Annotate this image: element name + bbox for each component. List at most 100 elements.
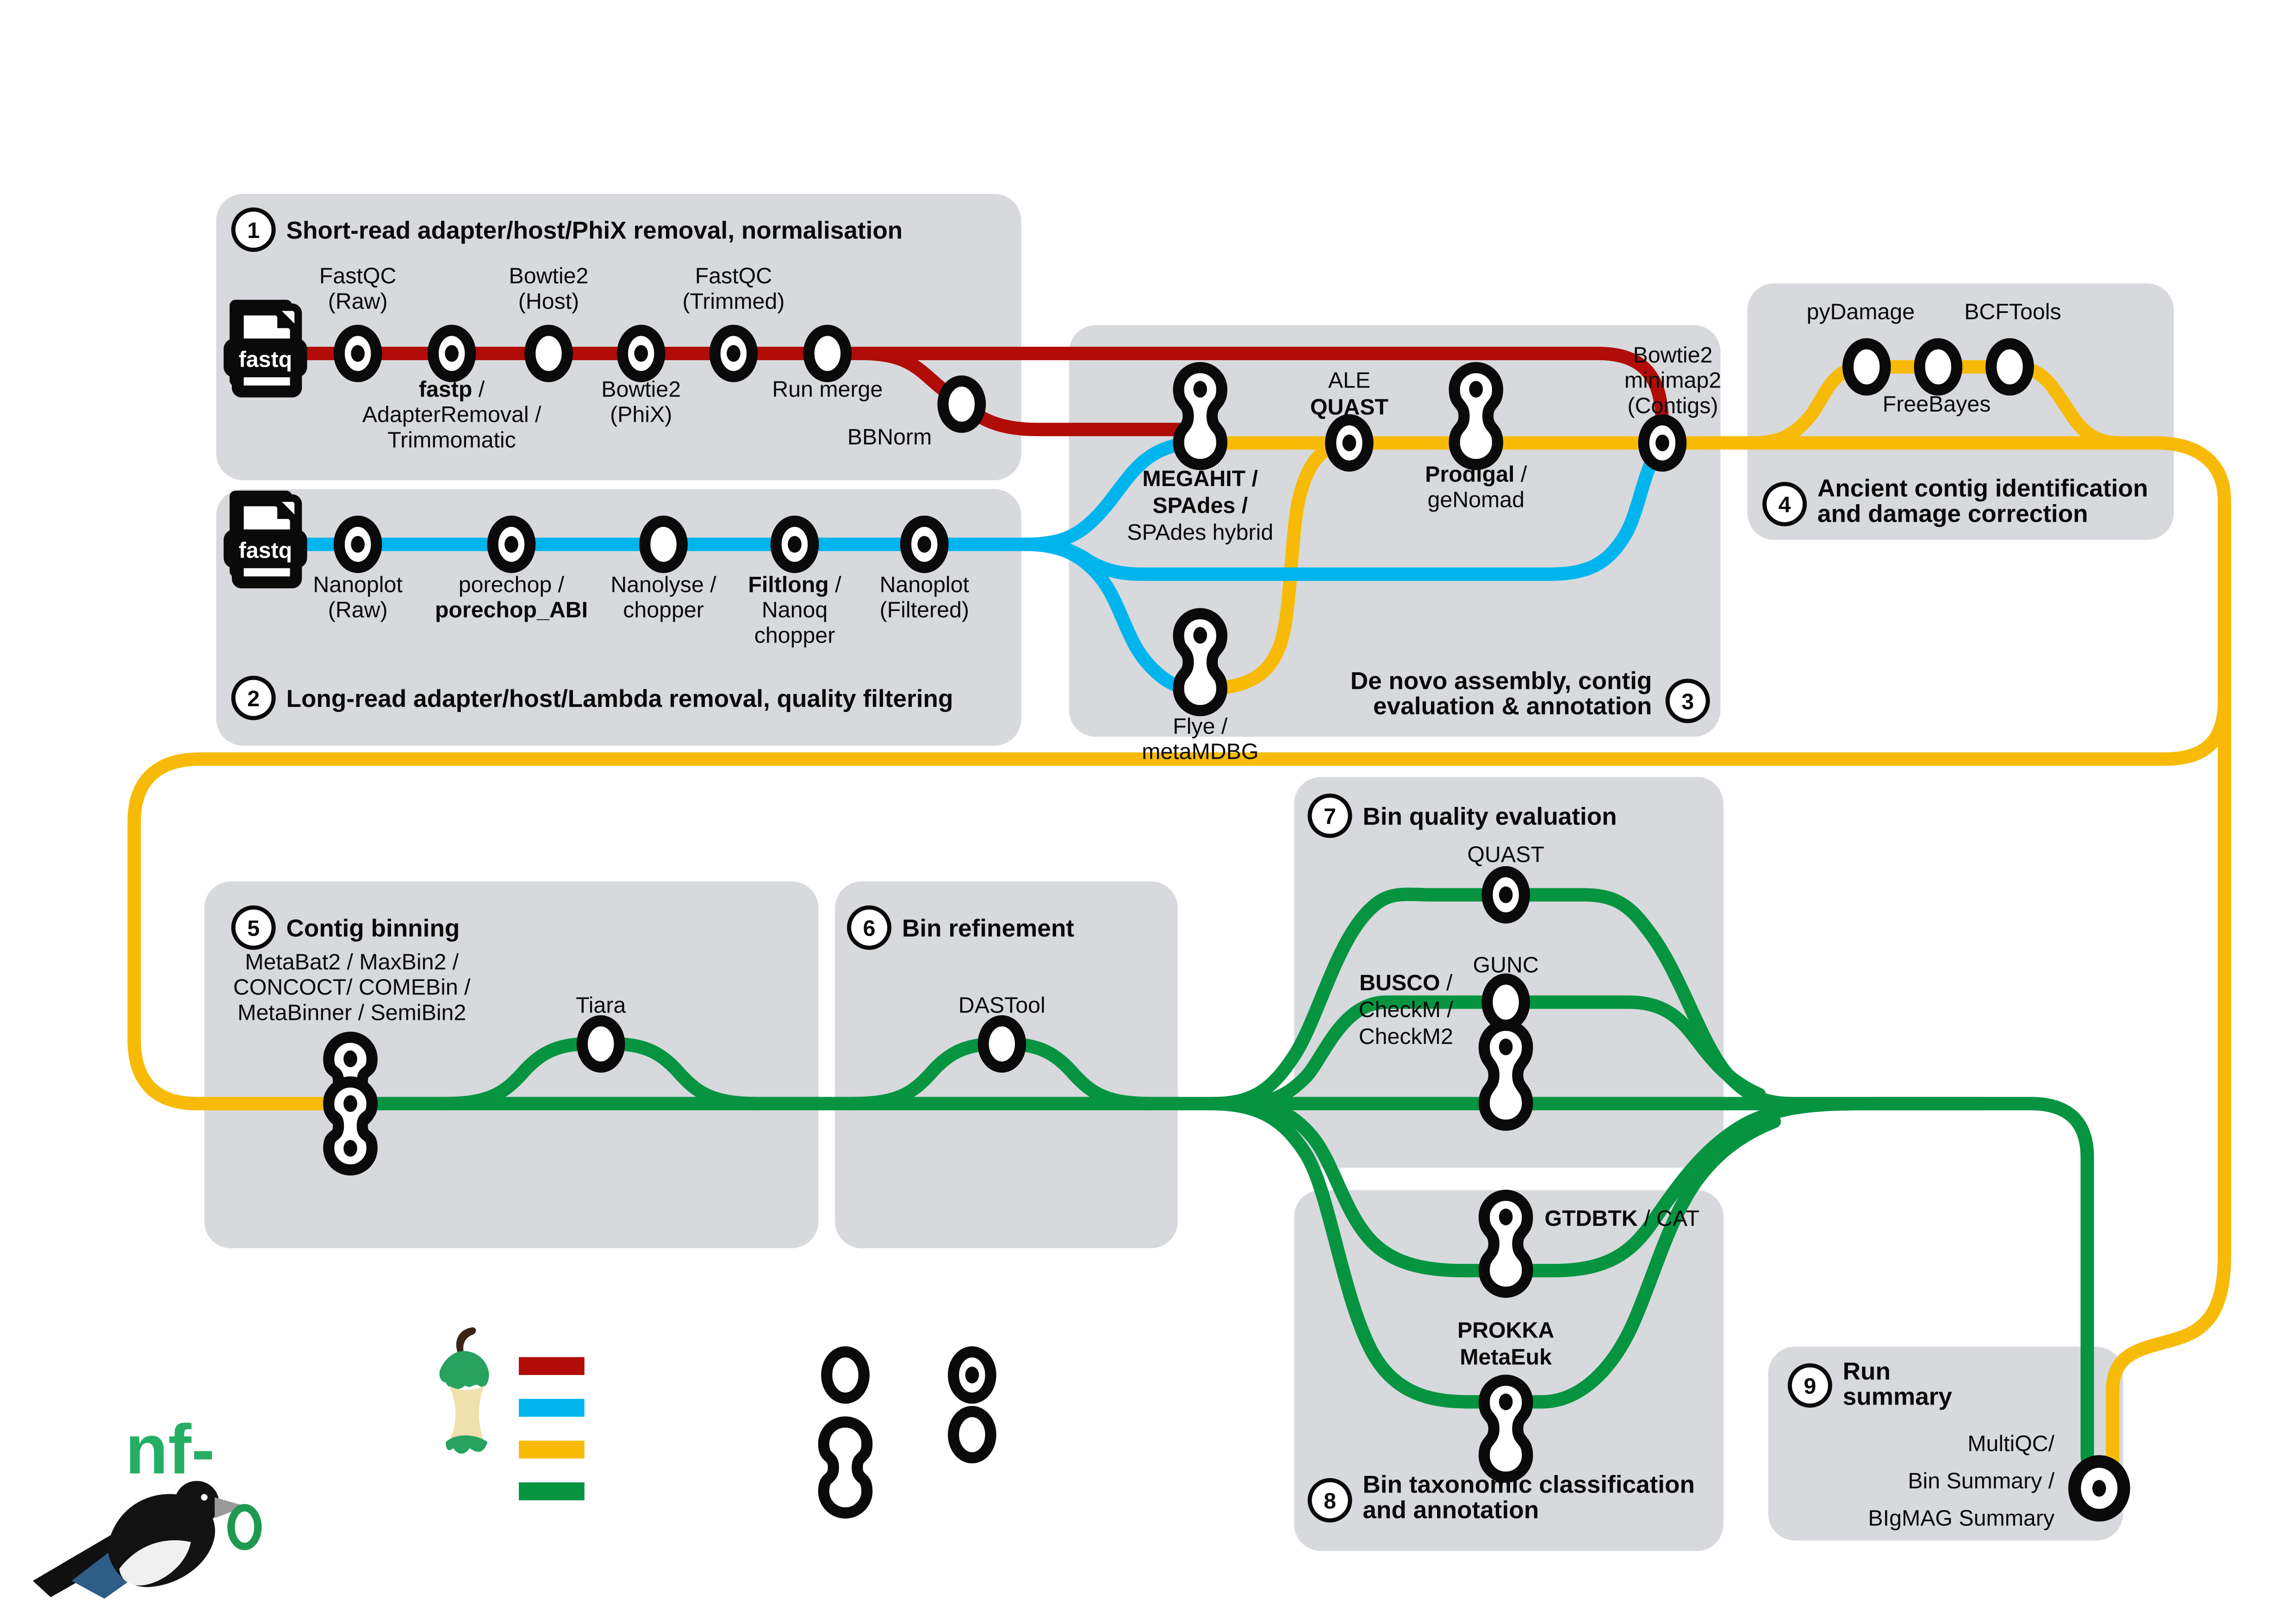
label-nanolyse-2: chopper — [623, 598, 704, 623]
section-8-title: 8 Bin taxonomic classification and annot… — [1307, 1471, 1695, 1524]
label-bowtie2-phix-2: (PhiX) — [610, 402, 672, 427]
station-dot — [1499, 1393, 1513, 1411]
legend-line-swatches — [519, 1357, 585, 1500]
section-7-number: 7 — [1324, 804, 1336, 829]
label-nanoplot-raw: Nanoplot — [313, 572, 403, 597]
legend-swatch-short-read — [519, 1357, 585, 1375]
station-labels-section-2: Nanoplot (Raw) porechop / porechop_ABI N… — [313, 572, 969, 648]
station-dot — [445, 345, 459, 362]
label-prokka: PROKKA — [1457, 1318, 1554, 1343]
section-8-box — [1294, 1190, 1724, 1551]
long-read-line-hybrid-branch — [1019, 436, 1206, 551]
label-bcftools: BCFTools — [1964, 299, 2061, 324]
label-prodigal: Prodigal / — [1425, 462, 1527, 487]
magpie-belly — [119, 1540, 191, 1586]
station-gtdbtk-cat — [1478, 1189, 1533, 1298]
section-9-box — [1768, 1346, 2123, 1541]
section-9-title: 9 Run summary — [1787, 1358, 1952, 1411]
apple-top — [439, 1351, 489, 1389]
label-nanolyse: Nanolyse / — [610, 572, 716, 597]
section-7-number-circle — [1307, 793, 1352, 838]
legend: nf- — [32, 1327, 585, 1599]
section-9-number-circle — [1787, 1363, 1832, 1408]
station-dot — [1655, 434, 1669, 451]
station-dot — [343, 1140, 357, 1157]
label-bowtie2-host: Bowtie2 — [509, 263, 589, 288]
section-1-number-circle — [231, 207, 276, 252]
label-dastool: DASTool — [958, 993, 1045, 1018]
section-5-number-circle — [231, 905, 276, 950]
bin-line-gunc-branch — [1231, 995, 1766, 1111]
station-dot — [351, 345, 365, 362]
label-binners-3: MetaBinner / SemiBin2 — [237, 1000, 466, 1025]
label-bbnorm: BBNorm — [847, 425, 932, 450]
label-busco-3: CheckM2 — [1359, 1024, 1453, 1049]
station-labels-section-3: MEGAHIT / SPAdes / SPAdes hybrid Flye / … — [1127, 343, 1721, 764]
section-4-title-line1: Ancient contig identification — [1817, 475, 2148, 502]
section-3-title: De novo assembly, contig evaluation & an… — [1350, 667, 1710, 724]
label-nanoplot-raw-2: (Raw) — [328, 598, 388, 623]
station-dot — [1342, 434, 1356, 451]
label-flye: Flye / — [1173, 714, 1228, 739]
apple-core-icon — [439, 1327, 489, 1454]
label-bowtie2-host-2: (Host) — [518, 289, 579, 314]
section-1-title-text: Short-read adapter/host/PhiX removal, no… — [286, 217, 903, 244]
station-labels-section-4: pyDamage BCFTools FreeBayes — [1807, 299, 2061, 417]
label-fastp-2: AdapterRemoval / — [362, 402, 541, 427]
section-7-title: 7 Bin quality evaluation — [1307, 793, 1617, 838]
label-run-summary: MultiQC/ — [1967, 1431, 2054, 1456]
label-megahit: MEGAHIT / — [1142, 466, 1258, 491]
station-dot — [1499, 886, 1513, 903]
station-labels-section-9: MultiQC/ Bin Summary / BIgMAG Summary — [1868, 1431, 2055, 1530]
label-quast: QUAST — [1467, 842, 1544, 867]
section-9-number: 9 — [1804, 1374, 1816, 1399]
section-6-number-circle — [847, 905, 892, 950]
station-dot — [965, 1367, 979, 1384]
magpie-eye — [201, 1494, 208, 1501]
station-dot — [504, 536, 518, 553]
section-6-number: 6 — [863, 916, 876, 941]
label-filtlong: Filtlong / — [748, 572, 841, 597]
section-4-title: 4 Ancient contig identification and dama… — [1762, 475, 2148, 527]
station-dot — [1193, 627, 1207, 644]
section-2-number-circle — [231, 675, 276, 720]
section-5-title-text: Contig binning — [286, 915, 460, 942]
section-5-number: 5 — [247, 916, 260, 941]
station-gunc — [1481, 973, 1530, 1031]
section-2-box — [216, 489, 1021, 746]
station-dot — [788, 536, 802, 553]
label-fastp-3: Trimmomatic — [387, 427, 516, 452]
station-dot — [917, 536, 932, 553]
section-3-number: 3 — [1681, 689, 1694, 714]
station-megahit-spades — [1173, 362, 1228, 470]
label-ale-quast: QUAST — [1310, 395, 1388, 420]
contig-line-main — [1193, 436, 2231, 1494]
section-6-title-text: Bin refinement — [902, 915, 1074, 942]
label-fastqc-trimmed: FastQC — [695, 263, 772, 288]
label-fastp: fastp / — [419, 377, 485, 402]
label-bowtie2-phix: Bowtie2 — [601, 377, 681, 402]
long-read-line-flye-branch — [1019, 537, 1206, 696]
label-fastqc-raw-2: (Raw) — [328, 289, 388, 314]
station-dot — [351, 536, 365, 553]
station-pydamage — [1842, 338, 1891, 396]
section-6-title: 6 Bin refinement — [847, 905, 1074, 950]
legend-swatch-long-read — [519, 1399, 585, 1417]
label-busco-2: CheckM / — [1359, 997, 1454, 1022]
section-8-number: 8 — [1324, 1488, 1336, 1513]
section-1-title: 1 Short-read adapter/host/PhiX removal, … — [231, 207, 903, 252]
section-8-title-line2: and annotation — [1363, 1496, 1539, 1524]
station-labels-section-1: FastQC (Raw) Bowtie2 (Host) FastQC (Trim… — [319, 263, 932, 452]
label-fastqc-raw: FastQC — [319, 263, 396, 288]
station-dot — [2092, 1480, 2106, 1497]
bin-line-prokka-branch — [1204, 1097, 1781, 1409]
label-busco: BUSCO / — [1359, 970, 1453, 995]
magpie-icon — [32, 1480, 262, 1599]
station-labels-section-8: GTDBTK / CAT PROKKA MetaEuk — [1457, 1206, 1699, 1370]
label-megahit-3: SPAdes hybrid — [1127, 520, 1273, 545]
label-tiara: Tiara — [576, 993, 626, 1018]
section-8-number-circle — [1307, 1478, 1352, 1523]
station-dot — [727, 345, 740, 362]
label-prodigal-2: geNomad — [1427, 487, 1524, 512]
section-3-number-circle — [1665, 679, 1710, 724]
